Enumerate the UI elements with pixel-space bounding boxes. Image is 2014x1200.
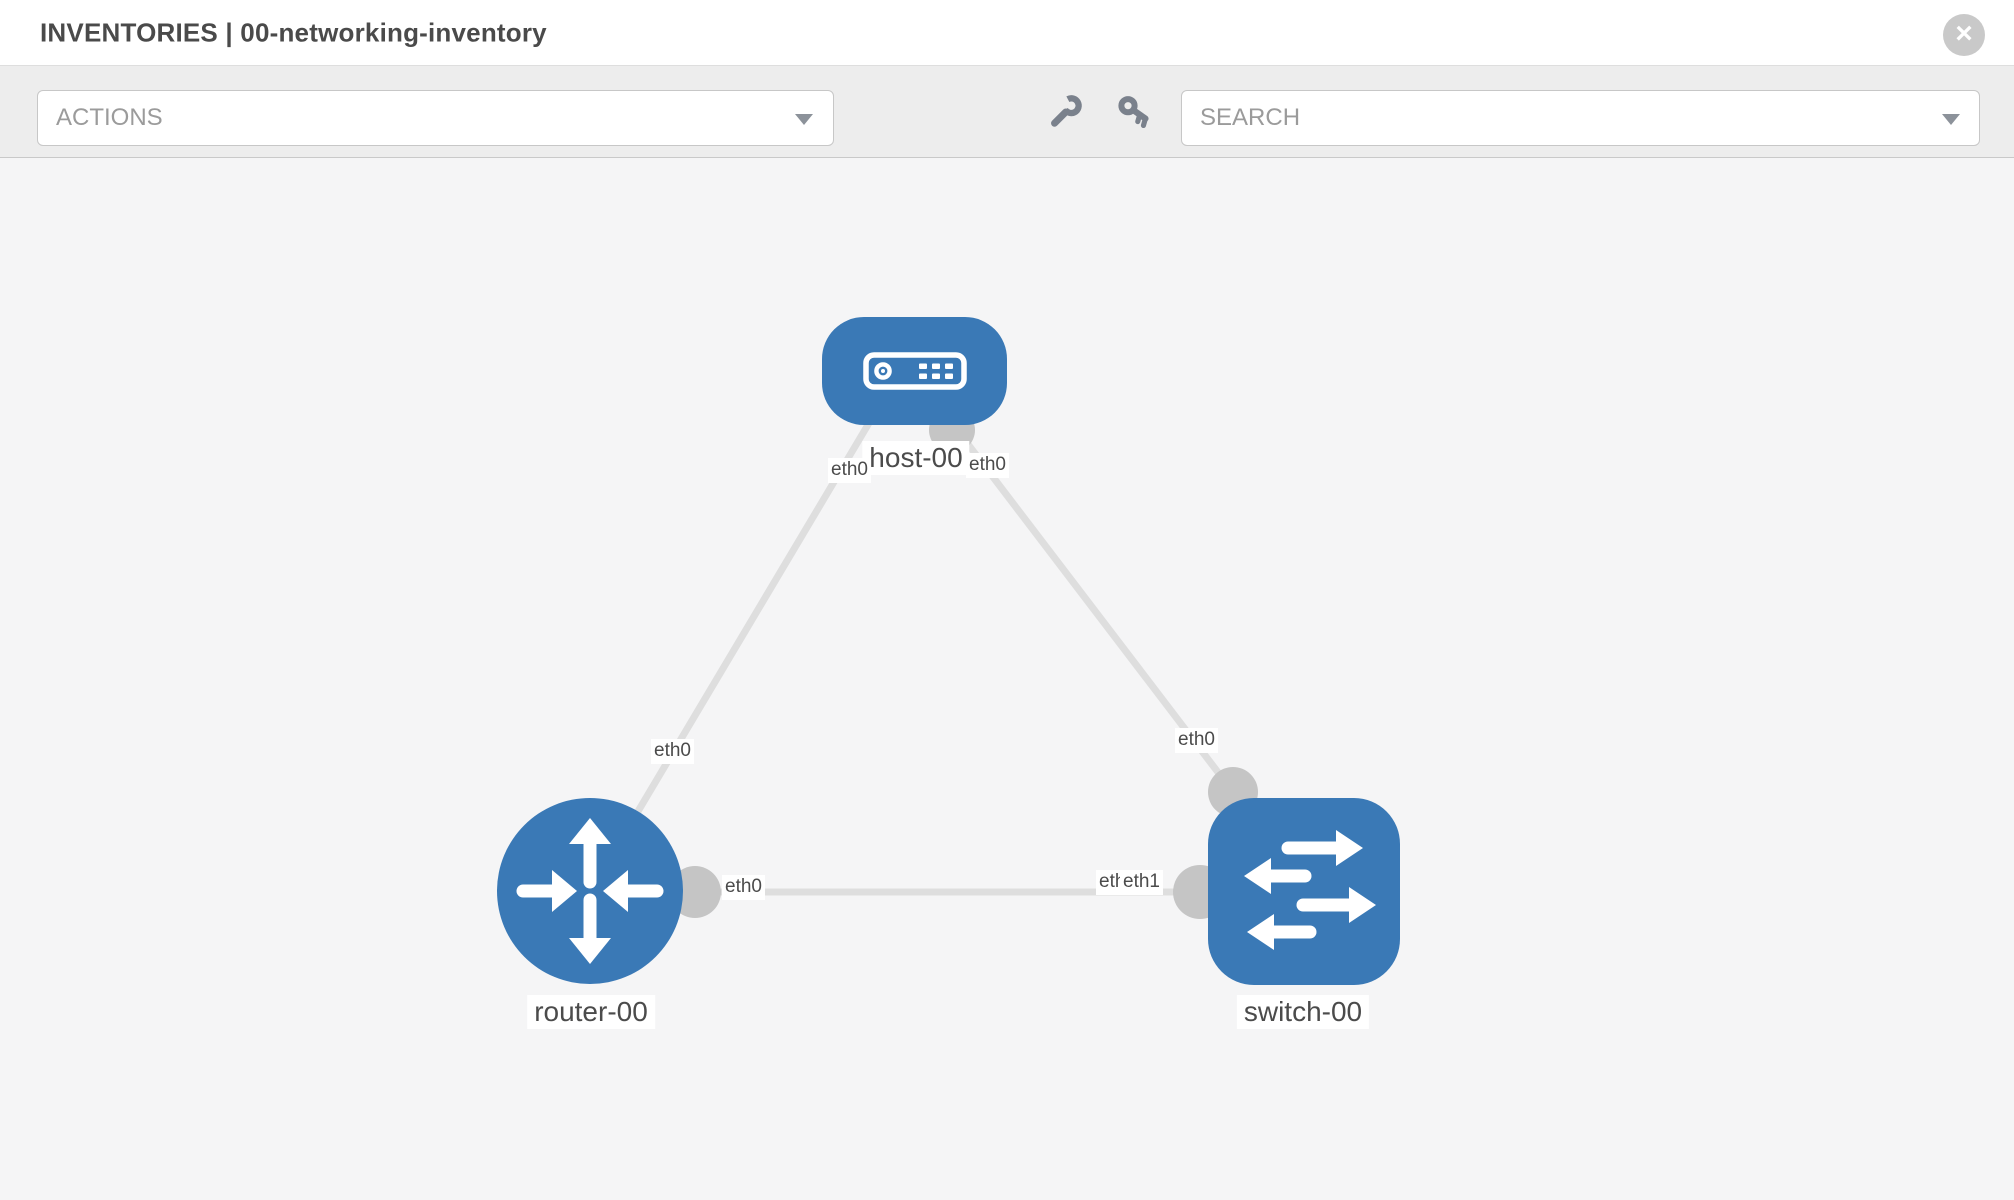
- wrench-button[interactable]: [1043, 90, 1087, 134]
- interface-label: eth1: [1120, 870, 1163, 895]
- node-label: switch-00: [1236, 995, 1370, 1029]
- node-label: host-00: [862, 441, 970, 475]
- page-title: INVENTORIES | 00-networking-inventory: [40, 17, 547, 47]
- interface-label: eth0: [1175, 728, 1218, 753]
- topology-canvas[interactable]: host-00 router-00 switch-00 eth0 eth0 et…: [0, 158, 2014, 1200]
- actions-dropdown-label: ACTIONS: [56, 104, 163, 131]
- wrench-icon: [1051, 95, 1082, 127]
- key-button[interactable]: [1112, 90, 1156, 134]
- toolbar: ACTIONS: [0, 66, 2014, 158]
- interface-label: eth0: [966, 453, 1009, 478]
- topology-links-layer: [586, 415, 1236, 896]
- node-label: router-00: [527, 995, 655, 1029]
- actions-dropdown[interactable]: ACTIONS: [37, 90, 834, 146]
- router-arrows-icon: [516, 818, 664, 964]
- search-chevron-down-icon: [1942, 114, 1960, 125]
- header: INVENTORIES | 00-networking-inventory ×: [0, 0, 2014, 66]
- search-input[interactable]: [1181, 90, 1980, 146]
- key-icon: [1118, 96, 1149, 129]
- node-host-00[interactable]: [822, 317, 1007, 425]
- node-router-00[interactable]: [497, 798, 683, 984]
- interface-label: eth0: [722, 875, 765, 900]
- close-icon: ×: [1955, 16, 1973, 50]
- host-server-icon: [862, 352, 967, 390]
- node-switch-00[interactable]: [1208, 798, 1400, 985]
- interface-label: eth0: [828, 458, 871, 483]
- chevron-down-icon: [795, 114, 813, 125]
- search-dropdown: [1181, 90, 1980, 146]
- switch-arrows-icon: [1244, 830, 1376, 950]
- interface-label: eth0: [651, 739, 694, 764]
- close-button[interactable]: ×: [1943, 14, 1985, 56]
